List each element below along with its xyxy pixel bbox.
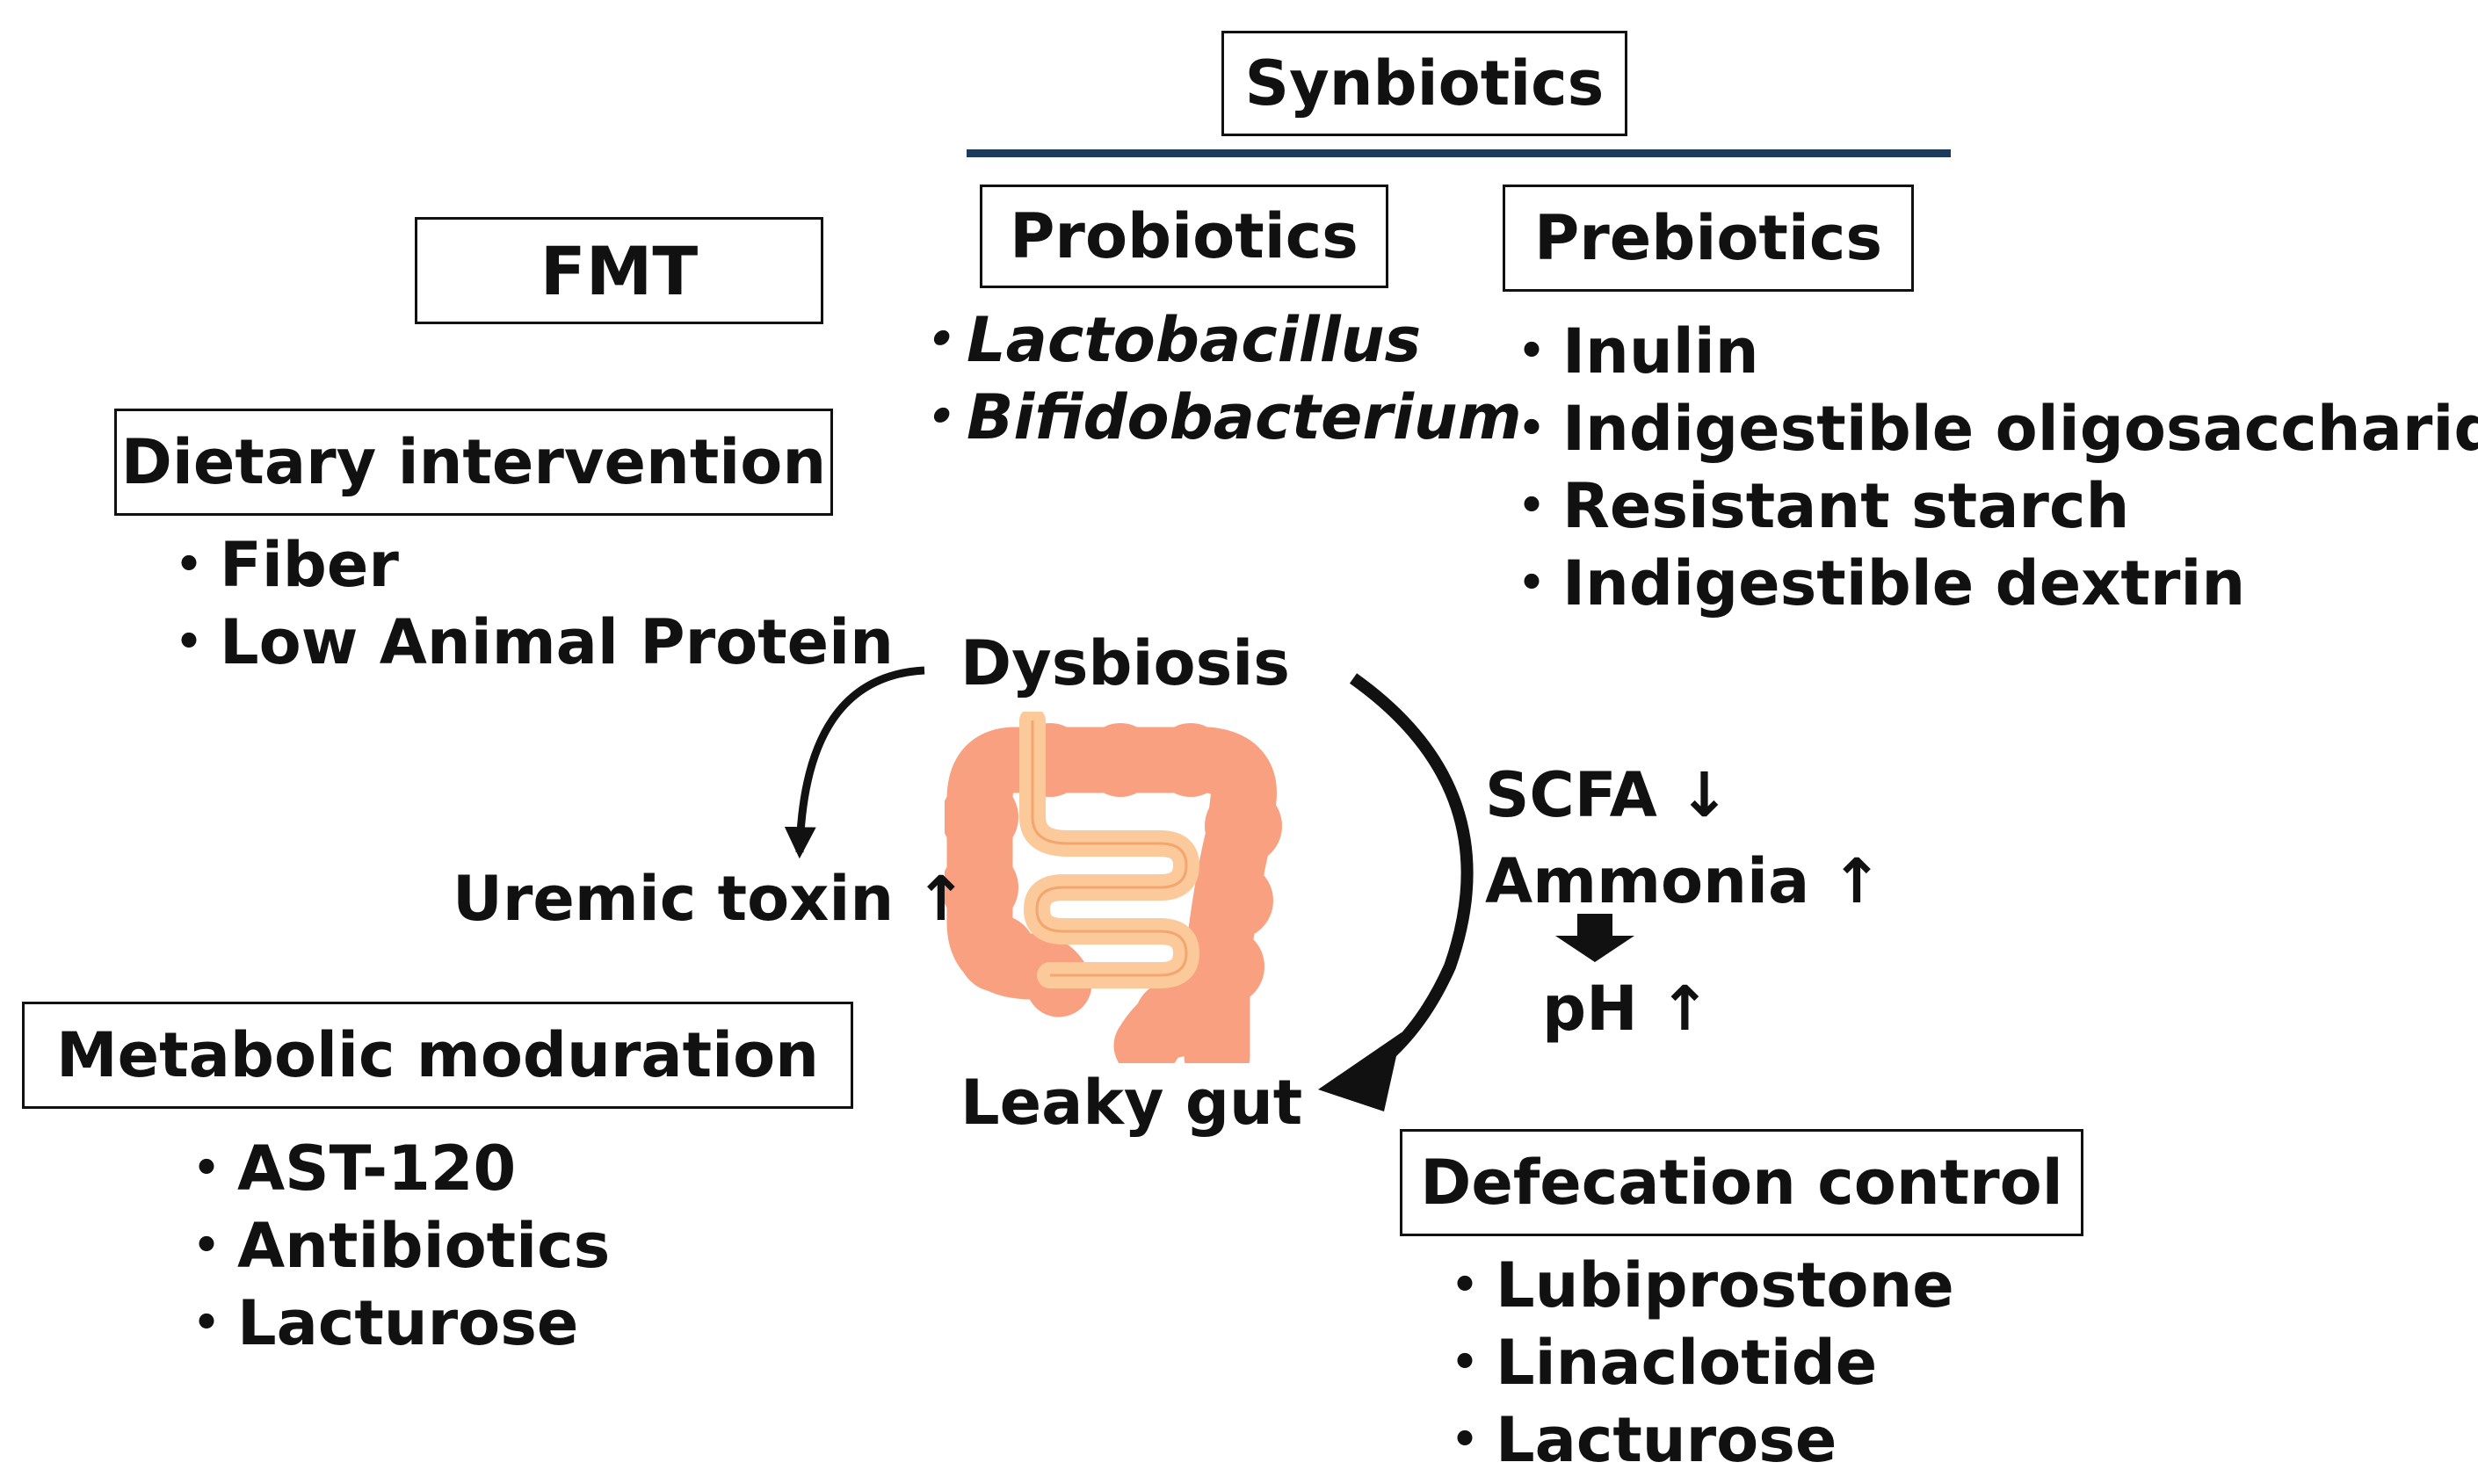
- metabolic-title: Metabolic moduration: [56, 1019, 819, 1091]
- dietary-item: Fiber: [158, 534, 894, 596]
- probiotics-item: Lactobacillus: [905, 309, 1522, 371]
- fmt-title: FMT: [540, 231, 699, 310]
- dietary-list: Fiber Low Animal Protein: [158, 534, 894, 673]
- fmt-box: FMT: [415, 217, 823, 324]
- ammonia-label: Ammonia ↑: [1485, 845, 1883, 917]
- prebiotics-box: Prebiotics: [1503, 185, 1914, 292]
- metabolic-box: Metabolic moduration: [22, 1002, 853, 1109]
- prebiotics-item: Inulin: [1501, 321, 2478, 382]
- prebiotics-title: Prebiotics: [1533, 202, 1883, 274]
- metabolic-item: AST-120: [176, 1138, 610, 1199]
- metabolic-item: Lacturose: [176, 1292, 610, 1354]
- leaky-arrowhead: [1318, 1032, 1402, 1111]
- scfa-label: SCFA ↓: [1485, 759, 1730, 831]
- defecation-box: Defecation control: [1400, 1129, 2083, 1236]
- defecation-title: Defecation control: [1420, 1147, 2063, 1219]
- synbiotics-title: Synbiotics: [1244, 47, 1605, 119]
- ammonia-to-ph-arrow: [1555, 914, 1634, 962]
- synbiotics-divider: [967, 149, 1951, 157]
- synbiotics-box: Synbiotics: [1221, 31, 1627, 136]
- defecation-list: Lubiprostone Linaclotide Lacturose: [1434, 1255, 1954, 1471]
- dietary-box: Dietary intervention: [114, 409, 833, 516]
- prebiotics-item: Resistant starch: [1501, 475, 2478, 537]
- ph-label: pH ↑: [1542, 973, 1711, 1045]
- probiotics-list: Lactobacillus Bifidobacterium: [905, 309, 1522, 448]
- dysbiosis-to-uremic-arrow: [784, 666, 925, 859]
- defecation-item: Lubiprostone: [1434, 1255, 1954, 1316]
- leaky-gut-label: Leaky gut: [960, 1067, 1303, 1139]
- defecation-item: Linaclotide: [1434, 1332, 1954, 1394]
- probiotics-box: Probiotics: [980, 185, 1388, 288]
- prebiotics-item: Indigestible dextrin: [1501, 553, 2478, 614]
- dietary-title: Dietary intervention: [120, 426, 827, 498]
- uremic-toxin-label: Uremic toxin ↑: [453, 863, 967, 935]
- metabolic-list: AST-120 Antibiotics Lacturose: [176, 1138, 610, 1354]
- dietary-item: Low Animal Protein: [158, 612, 894, 673]
- metabolic-item: Antibiotics: [176, 1215, 610, 1277]
- prebiotics-item: Indigestible oligosaccharides: [1501, 398, 2478, 460]
- probiotics-title: Probiotics: [1010, 200, 1359, 272]
- dysbiosis-label: Dysbiosis: [960, 627, 1290, 699]
- prebiotics-list: Inulin Indigestible oligosaccharides Res…: [1501, 321, 2478, 614]
- dysbiosis-to-leaky-arrow: [1349, 673, 1474, 1087]
- intestine-icon: [945, 712, 1282, 1063]
- defecation-item: Lacturose: [1434, 1409, 1954, 1471]
- probiotics-item: Bifidobacterium: [905, 387, 1522, 448]
